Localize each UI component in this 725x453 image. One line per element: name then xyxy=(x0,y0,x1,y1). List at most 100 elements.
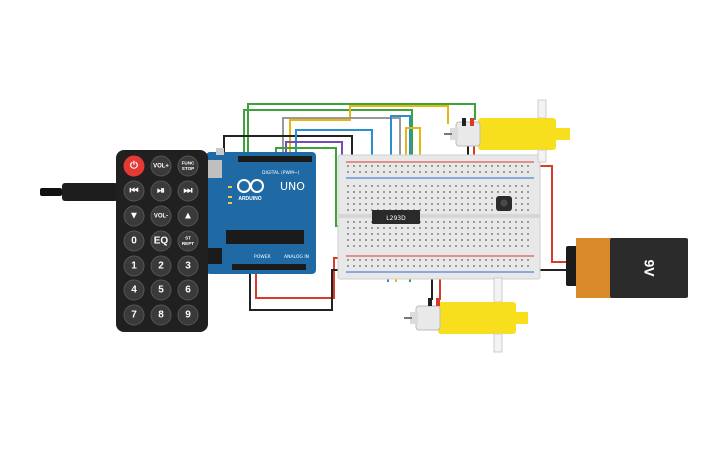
breadboard-hole[interactable] xyxy=(437,239,439,241)
breadboard-hole[interactable] xyxy=(497,171,499,173)
breadboard-hole[interactable] xyxy=(377,259,379,261)
breadboard-hole[interactable] xyxy=(455,227,457,229)
breadboard-hole[interactable] xyxy=(437,209,439,211)
breadboard-hole[interactable] xyxy=(359,239,361,241)
breadboard-hole[interactable] xyxy=(521,221,523,223)
breadboard-hole[interactable] xyxy=(479,197,481,199)
breadboard-hole[interactable] xyxy=(359,227,361,229)
breadboard-hole[interactable] xyxy=(359,259,361,261)
remote-button[interactable]: 0 xyxy=(123,230,145,252)
breadboard-hole[interactable] xyxy=(413,191,415,193)
remote-button[interactable]: ⏻ xyxy=(123,155,145,177)
breadboard-hole[interactable] xyxy=(353,245,355,247)
breadboard-hole[interactable] xyxy=(431,185,433,187)
breadboard-hole[interactable] xyxy=(425,265,427,267)
breadboard-hole[interactable] xyxy=(473,233,475,235)
breadboard-hole[interactable] xyxy=(437,165,439,167)
breadboard-hole[interactable] xyxy=(365,265,367,267)
remote-button[interactable]: VOL- xyxy=(150,205,172,227)
dc-motor-bottom[interactable] xyxy=(404,277,528,353)
breadboard-hole[interactable] xyxy=(365,245,367,247)
breadboard-hole[interactable] xyxy=(359,197,361,199)
breadboard-hole[interactable] xyxy=(473,265,475,267)
breadboard-hole[interactable] xyxy=(431,227,433,229)
breadboard-hole[interactable] xyxy=(401,191,403,193)
breadboard-hole[interactable] xyxy=(449,245,451,247)
breadboard-hole[interactable] xyxy=(497,191,499,193)
breadboard-hole[interactable] xyxy=(509,265,511,267)
breadboard-hole[interactable] xyxy=(491,165,493,167)
breadboard-hole[interactable] xyxy=(449,197,451,199)
breadboard-hole[interactable] xyxy=(473,185,475,187)
breadboard-hole[interactable] xyxy=(401,259,403,261)
motor-driver-ic[interactable]: L293D xyxy=(372,210,420,224)
breadboard-hole[interactable] xyxy=(395,233,397,235)
breadboard-hole[interactable] xyxy=(467,239,469,241)
breadboard-hole[interactable] xyxy=(503,185,505,187)
breadboard-hole[interactable] xyxy=(479,203,481,205)
breadboard-hole[interactable] xyxy=(467,209,469,211)
breadboard-hole[interactable] xyxy=(527,227,529,229)
breadboard-hole[interactable] xyxy=(401,265,403,267)
breadboard-hole[interactable] xyxy=(371,185,373,187)
breadboard-hole[interactable] xyxy=(365,165,367,167)
remote-button[interactable]: ⏭ xyxy=(177,180,199,202)
breadboard-hole[interactable] xyxy=(353,265,355,267)
breadboard-hole[interactable] xyxy=(353,185,355,187)
breadboard-hole[interactable] xyxy=(371,233,373,235)
breadboard-hole[interactable] xyxy=(407,197,409,199)
breadboard-hole[interactable] xyxy=(449,259,451,261)
breadboard-hole[interactable] xyxy=(377,245,379,247)
breadboard-hole[interactable] xyxy=(347,185,349,187)
breadboard-hole[interactable] xyxy=(479,209,481,211)
breadboard-hole[interactable] xyxy=(425,227,427,229)
breadboard-hole[interactable] xyxy=(473,221,475,223)
breadboard-hole[interactable] xyxy=(443,165,445,167)
breadboard-hole[interactable] xyxy=(425,197,427,199)
breadboard-hole[interactable] xyxy=(491,239,493,241)
breadboard-hole[interactable] xyxy=(389,197,391,199)
breadboard-hole[interactable] xyxy=(407,227,409,229)
breadboard-hole[interactable] xyxy=(401,197,403,199)
breadboard-hole[interactable] xyxy=(371,191,373,193)
breadboard-hole[interactable] xyxy=(443,233,445,235)
breadboard-hole[interactable] xyxy=(527,197,529,199)
breadboard-hole[interactable] xyxy=(503,259,505,261)
breadboard-hole[interactable] xyxy=(425,203,427,205)
breadboard-hole[interactable] xyxy=(377,227,379,229)
breadboard-hole[interactable] xyxy=(473,191,475,193)
breadboard-hole[interactable] xyxy=(497,239,499,241)
breadboard-hole[interactable] xyxy=(491,221,493,223)
breadboard-hole[interactable] xyxy=(353,239,355,241)
breadboard-hole[interactable] xyxy=(443,171,445,173)
breadboard-hole[interactable] xyxy=(419,265,421,267)
breadboard-hole[interactable] xyxy=(521,185,523,187)
breadboard-hole[interactable] xyxy=(389,185,391,187)
breadboard-hole[interactable] xyxy=(485,185,487,187)
breadboard-hole[interactable] xyxy=(437,171,439,173)
breadboard-hole[interactable] xyxy=(485,191,487,193)
breadboard-hole[interactable] xyxy=(509,245,511,247)
breadboard-hole[interactable] xyxy=(437,227,439,229)
breadboard-hole[interactable] xyxy=(485,265,487,267)
breadboard-hole[interactable] xyxy=(437,191,439,193)
breadboard-hole[interactable] xyxy=(455,197,457,199)
breadboard-hole[interactable] xyxy=(485,239,487,241)
breadboard-hole[interactable] xyxy=(491,265,493,267)
breadboard-hole[interactable] xyxy=(359,233,361,235)
breadboard-hole[interactable] xyxy=(449,227,451,229)
breadboard-hole[interactable] xyxy=(497,259,499,261)
breadboard-hole[interactable] xyxy=(527,245,529,247)
breadboard-hole[interactable] xyxy=(359,209,361,211)
breadboard-hole[interactable] xyxy=(455,221,457,223)
breadboard-hole[interactable] xyxy=(461,197,463,199)
breadboard-hole[interactable] xyxy=(389,233,391,235)
breadboard-hole[interactable] xyxy=(389,265,391,267)
breadboard-hole[interactable] xyxy=(503,221,505,223)
breadboard-hole[interactable] xyxy=(437,233,439,235)
breadboard-hole[interactable] xyxy=(461,165,463,167)
breadboard-hole[interactable] xyxy=(521,239,523,241)
remote-button[interactable]: 6 xyxy=(177,279,199,301)
